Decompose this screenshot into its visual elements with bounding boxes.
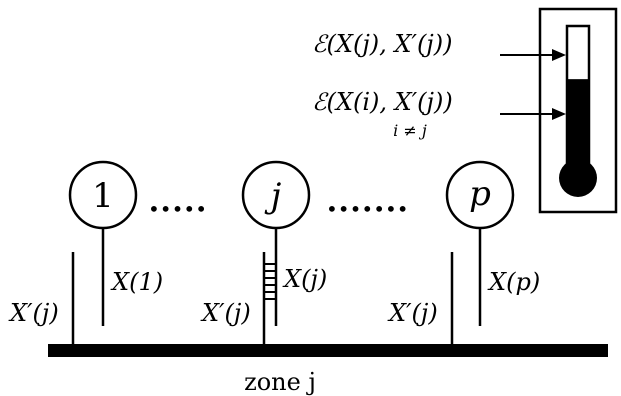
ladder-rungs — [264, 263, 276, 300]
thermometer-upper-label: ℰ(X(j), X′(j)) — [312, 30, 452, 58]
zone-bar — [48, 344, 608, 357]
thermometer-lower-label: ℰ(X(i), X′(j)) — [312, 88, 453, 116]
ellipsis-2: ••••••• — [326, 197, 409, 221]
probe-label-j: X′(j) — [200, 299, 251, 327]
upper-arrowhead — [552, 49, 566, 61]
signal-label-p: X(p) — [487, 268, 540, 296]
ellipsis-1: ••••• — [148, 197, 207, 221]
node-j: j — [241, 160, 311, 230]
probe-label-p: X′(j) — [387, 299, 438, 327]
signal-label-j: X(j) — [282, 265, 327, 293]
node-p-label: p — [469, 174, 491, 214]
thermometer — [559, 24, 597, 197]
node-1: 1 — [68, 160, 138, 230]
thermometer-fill — [568, 79, 588, 176]
probe-label-1: X′(j) — [8, 299, 59, 327]
zone-label: zone j — [244, 368, 316, 396]
thermometer-bulb — [559, 159, 597, 197]
node-1-label: 1 — [92, 176, 114, 216]
thermometer-frame — [538, 7, 618, 214]
lower-arrowhead — [552, 108, 566, 120]
signal-label-1: X(1) — [110, 268, 163, 296]
node-p: p — [445, 160, 515, 230]
thermometer-lower-condition: i ≠ j — [393, 121, 427, 140]
